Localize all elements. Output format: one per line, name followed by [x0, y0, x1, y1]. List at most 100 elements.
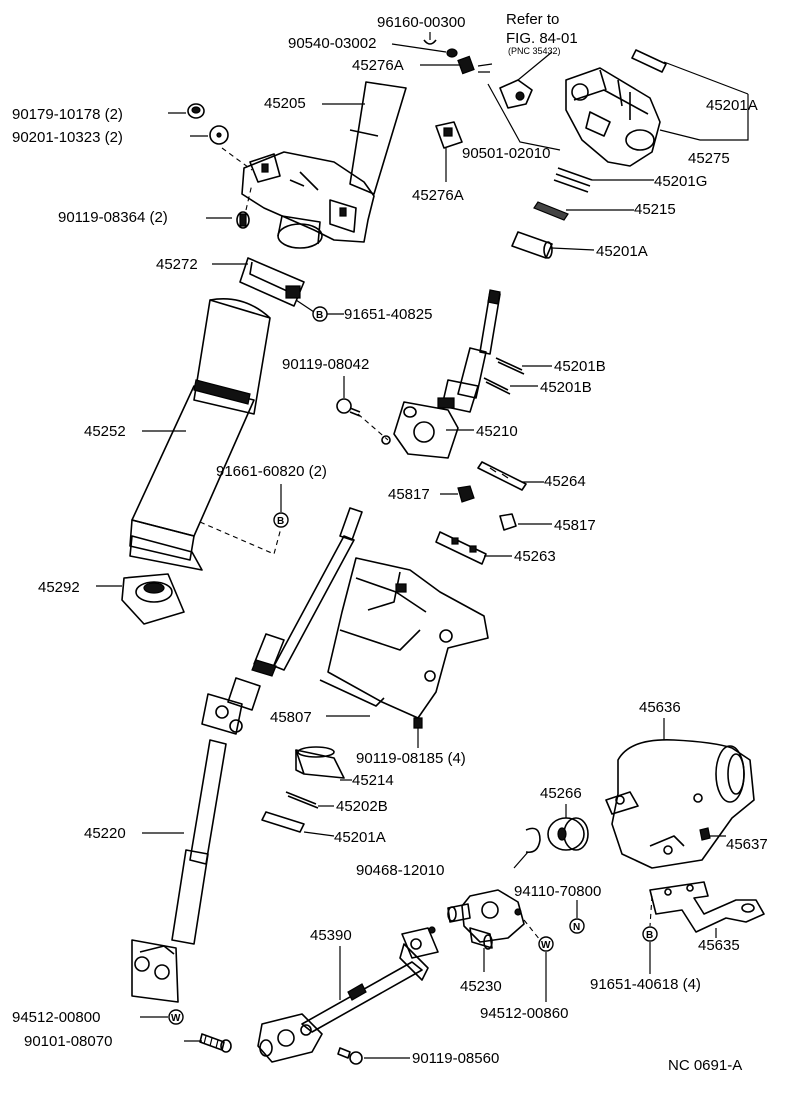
- svg-text:B: B: [316, 310, 323, 321]
- plate-45215-icon: [533, 201, 569, 221]
- cover-45636-icon: [605, 739, 755, 869]
- bushing-45266-icon: [547, 817, 589, 851]
- bolt-90101-08070-icon: [199, 1033, 232, 1053]
- label-45637: 45637: [726, 836, 768, 853]
- svg-text:W: W: [541, 940, 551, 951]
- refer-note-line3: (PNC 35432): [508, 46, 561, 56]
- clamp-45272-icon: [239, 257, 305, 307]
- column-bracket-45807-icon: [319, 557, 489, 719]
- marker-b-1: B: [312, 306, 328, 322]
- ring-45202b-icon: [285, 791, 319, 809]
- label-45807: 45807: [270, 709, 312, 726]
- label-96160-00300: 96160-00300: [377, 14, 465, 31]
- bolt-90119-08364-icon: [236, 211, 250, 229]
- key-cylinder-part: [499, 51, 553, 109]
- upper-bracket-45205-icon: [241, 81, 407, 249]
- marker-b-3: B: [642, 926, 658, 942]
- label-45272: 45272: [156, 256, 198, 273]
- label-45201a-low: 45201A: [334, 829, 386, 846]
- label-45220: 45220: [84, 825, 126, 842]
- bolt-90119-08042-icon: [336, 398, 361, 417]
- spacer-45201a-mid-icon: [511, 231, 553, 259]
- clip-96160-icon: [423, 39, 437, 45]
- spring-45201b-2-icon: [483, 377, 511, 395]
- label-90119-08560: 90119-08560: [412, 1050, 499, 1067]
- label-45201b-2: 45201B: [540, 379, 592, 396]
- label-45201g: 45201G: [654, 173, 707, 190]
- label-94512-00800: 94512-00800: [12, 1009, 100, 1026]
- label-45635: 45635: [698, 937, 740, 954]
- label-90179-10178: 90179-10178 (2): [12, 106, 123, 123]
- bushing-45214-icon: [295, 746, 345, 779]
- label-90119-08364: 90119-08364 (2): [58, 209, 168, 226]
- label-91651-40825: 91651-40825: [344, 306, 432, 323]
- spacer-45201a-top-icon: [631, 49, 667, 73]
- label-90119-08185: 90119-08185 (4): [356, 750, 466, 767]
- bracket-45635-icon: [649, 881, 765, 933]
- label-45817-2: 45817: [554, 517, 596, 534]
- label-45202b: 45202B: [336, 798, 388, 815]
- label-45266: 45266: [540, 785, 582, 802]
- marker-n: N: [569, 918, 585, 934]
- label-45275: 45275: [688, 150, 730, 167]
- svg-text:N: N: [573, 922, 580, 933]
- lower-shaft-45390-icon: [257, 926, 439, 1063]
- label-45205: 45205: [264, 95, 306, 112]
- label-45201a-top: 45201A: [706, 97, 758, 114]
- marker-w-2: W: [168, 1009, 184, 1025]
- refer-note-line2: FIG. 84-01: [506, 30, 578, 47]
- label-45292: 45292: [38, 579, 80, 596]
- label-45210: 45210: [476, 423, 518, 440]
- clip-90468-icon: [525, 827, 541, 854]
- boot-45292-icon: [121, 573, 185, 625]
- label-45214: 45214: [352, 772, 394, 789]
- label-94110-70800: 94110-70800: [514, 883, 601, 900]
- label-45390: 45390: [310, 927, 352, 944]
- figure-code: NC 0691-A: [668, 1057, 742, 1074]
- label-45276a-top: 45276A: [352, 57, 404, 74]
- bolt-90119-08185-icon: [413, 717, 423, 729]
- steering-lock-45275-icon: [565, 67, 661, 167]
- label-45230: 45230: [460, 978, 502, 995]
- nut-90179-icon: [187, 103, 205, 119]
- switch-45276a-mid-icon: [435, 121, 463, 149]
- label-91661-60820: 91661-60820 (2): [216, 463, 327, 480]
- svg-text:B: B: [277, 516, 284, 527]
- label-90501-02010: 90501-02010: [462, 145, 550, 162]
- hole-icon: [381, 435, 391, 445]
- main-shaft-45210-icon: [393, 289, 501, 459]
- label-45817-1: 45817: [388, 486, 430, 503]
- intermediate-shaft-45220-icon: [131, 507, 363, 1003]
- label-45276a-mid: 45276A: [412, 187, 464, 204]
- bracket-45263-icon: [435, 531, 487, 565]
- spacer-45201a-low-icon: [261, 811, 305, 833]
- label-45215: 45215: [634, 201, 676, 218]
- label-90119-08042: 90119-08042: [282, 356, 369, 373]
- bushing-45817-1-icon: [457, 485, 475, 503]
- label-91651-40618: 91651-40618 (4): [590, 976, 701, 993]
- column-tube-45252-icon: [129, 298, 271, 571]
- switch-45276a-top-icon: [457, 55, 493, 75]
- bushing-45817-2-icon: [499, 513, 517, 531]
- svg-text:B: B: [646, 930, 653, 941]
- label-45201a-mid: 45201A: [596, 243, 648, 260]
- label-45263: 45263: [514, 548, 556, 565]
- marker-w-1: W: [538, 936, 554, 952]
- label-90468-12010: 90468-12010: [356, 862, 444, 879]
- screw-45637-icon: [699, 827, 711, 841]
- label-45264: 45264: [544, 473, 586, 490]
- label-90540-03002: 90540-03002: [288, 35, 376, 52]
- plate-45264-icon: [477, 461, 527, 491]
- spring-45201b-1-icon: [495, 357, 525, 375]
- label-94512-00860: 94512-00860: [480, 1005, 568, 1022]
- label-45636: 45636: [639, 699, 681, 716]
- label-90201-10323: 90201-10323 (2): [12, 129, 123, 146]
- flange-45230-icon: [447, 889, 525, 950]
- washer-90540-icon: [446, 48, 458, 58]
- refer-note-line1: Refer to: [506, 11, 559, 28]
- label-90101-08070: 90101-08070: [24, 1033, 112, 1050]
- marker-b-2: B: [273, 512, 289, 528]
- svg-text:W: W: [171, 1013, 181, 1024]
- ring-45201g-icon: [553, 167, 593, 193]
